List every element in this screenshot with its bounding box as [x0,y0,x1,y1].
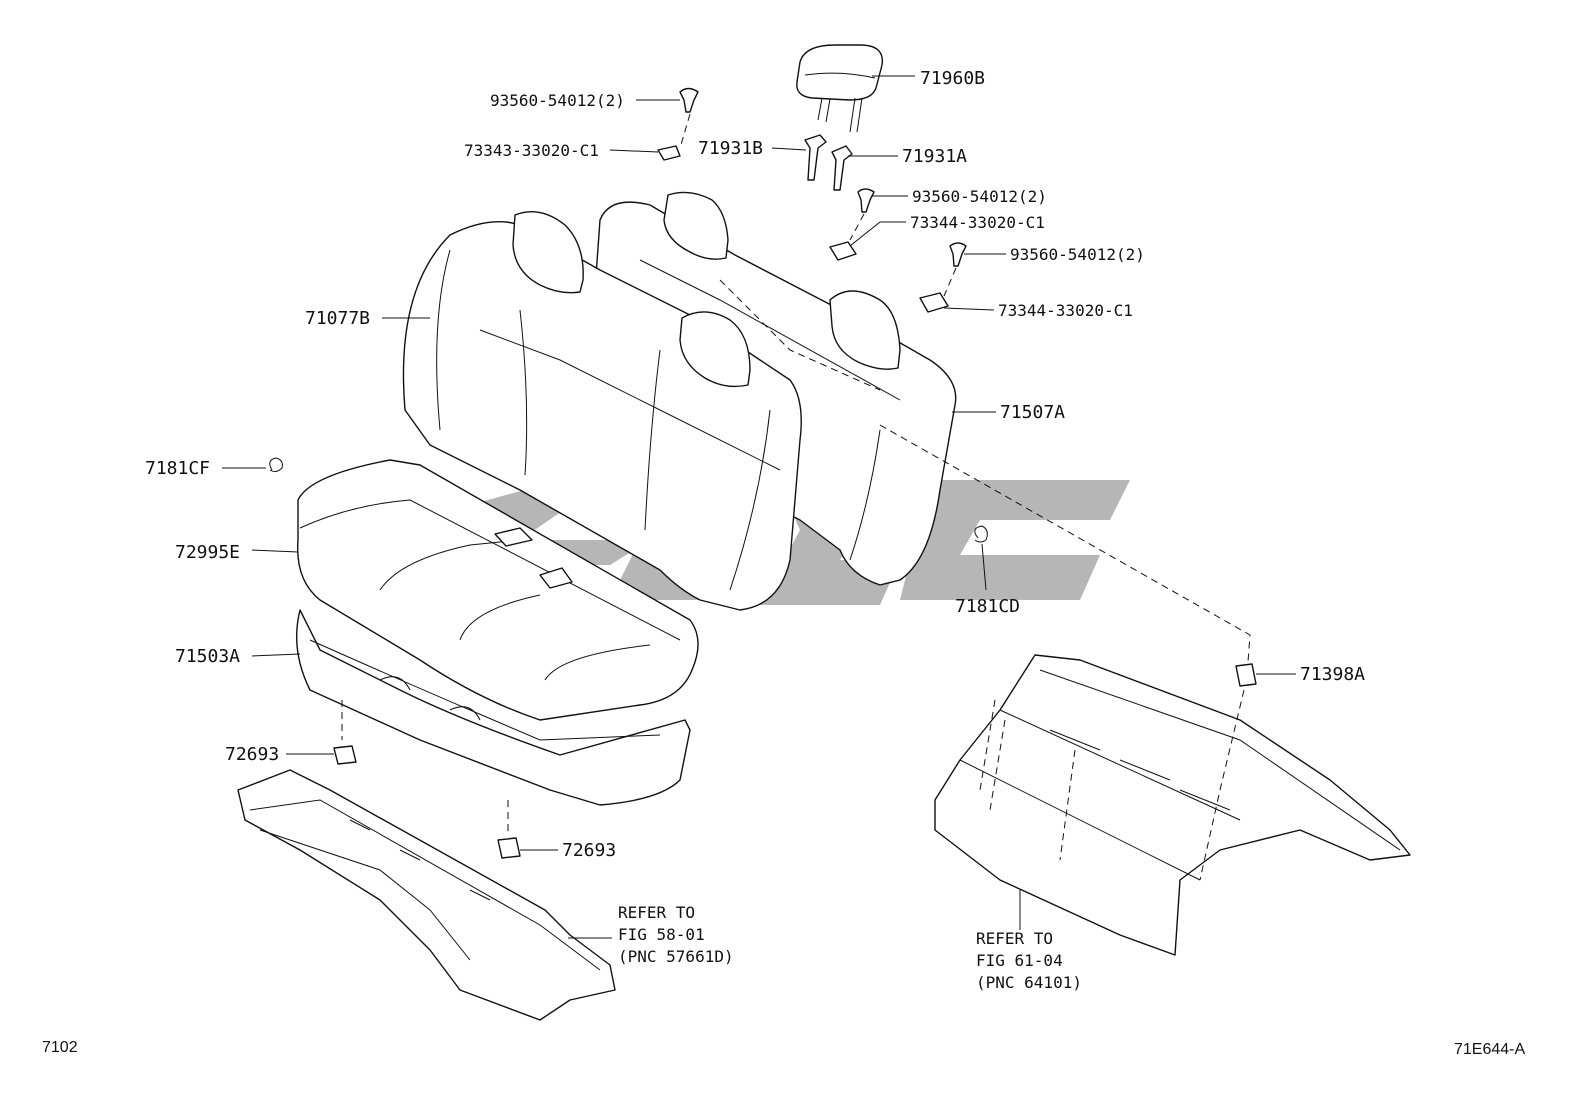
label-72995E: 72995E [175,542,240,563]
label-7181CF: 7181CF [145,458,210,479]
label-72693-b: 72693 [562,840,616,861]
label-93560-c: 93560-54012(2) [1010,245,1145,264]
label-7181CD: 7181CD [955,596,1020,617]
label-71507A: 71507A [1000,402,1065,423]
ring-7181CD [974,525,988,543]
floor-pan-left [237,769,616,1021]
ref-left-line-1: REFER TO [618,903,695,922]
clip-93560-b [849,188,875,241]
label-93560-b: 93560-54012(2) [912,187,1047,206]
reference-note-right: REFER TO FIG 61-04 (PNC 64101) [976,929,1082,992]
clip-93560-c [943,242,967,297]
ref-left-line-3: (PNC 57661D) [618,947,734,966]
seat-cushion-pad-71503A [296,609,691,806]
leader-lines [222,75,1296,939]
figure-code: 71E644-A [1454,1041,1525,1058]
bracket-73344-a [829,241,857,261]
clip-93560-a [679,87,699,149]
page-code: 7102 [42,1039,78,1056]
ref-right-line-3: (PNC 64101) [976,973,1082,992]
label-71398A: 71398A [1300,664,1365,685]
floor-pan-right [934,654,1411,956]
headrest-71960B [796,44,884,133]
label-71077B: 71077B [305,308,370,329]
ref-right-line-2: FIG 61-04 [976,951,1063,970]
headrest-guide-71931B [804,134,827,181]
seat-cushion-cover-72995E [296,459,699,721]
label-73343: 73343-33020-C1 [464,141,599,160]
label-71931B: 71931B [698,138,763,159]
clip-72693-b [497,800,521,859]
label-73344-b: 73344-33020-C1 [998,301,1133,320]
bracket-73344-b [919,292,949,313]
clip-71398A [879,424,1257,881]
label-73344-a: 73344-33020-C1 [910,213,1045,232]
reference-note-left: REFER TO FIG 58-01 (PNC 57661D) [618,903,734,966]
clip-72693-a [333,700,357,765]
label-71931A: 71931A [902,146,967,167]
label-71503A: 71503A [175,646,240,667]
ref-left-line-2: FIG 58-01 [618,925,705,944]
ref-right-line-1: REFER TO [976,929,1053,948]
bracket-73343 [657,145,681,161]
label-72693-a: 72693 [225,744,279,765]
label-71960B: 71960B [920,68,985,89]
ring-7181CF [269,457,283,473]
headrest-guide-71931A [831,145,853,191]
seatback-71077B [402,211,802,611]
label-93560-a: 93560-54012(2) [490,91,625,110]
